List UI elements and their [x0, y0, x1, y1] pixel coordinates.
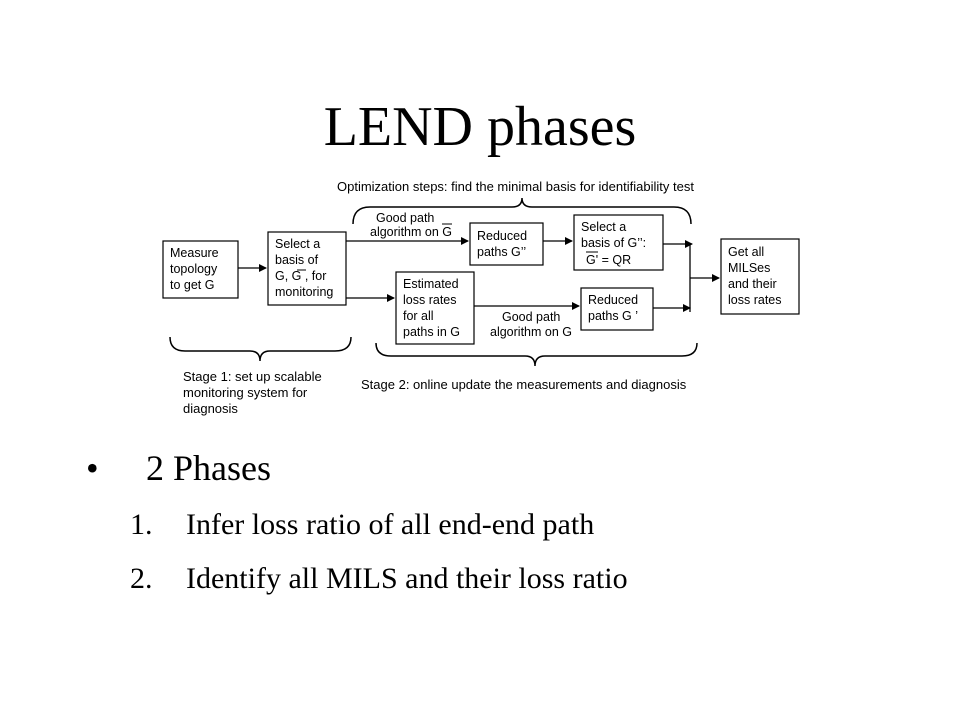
get-all-mils-box: Get all MILSes and their loss rates [720, 238, 800, 315]
select-basis-box: Select a basis of G, G , for monitoring [267, 231, 347, 306]
stage2-caption: Stage 2: online update the measurements … [361, 377, 687, 392]
estimated-line-1: Estimated [403, 277, 459, 291]
estimated-line-4: paths in G [403, 325, 460, 339]
select-basis-g2-box: Select a basis of G’’: G' = QR [573, 214, 664, 271]
list-item: Identify all MILS and their loss ratio [186, 562, 628, 595]
top-arrow-label-2: algorithm on G [370, 225, 452, 239]
list-item-number: 2. [130, 562, 153, 595]
select-basis2-line-1: Select a [581, 220, 626, 234]
reduced-paths-bottom-box: Reduced paths G ’ [580, 287, 654, 331]
stage1-brace [169, 336, 352, 362]
optimization-brace [352, 197, 692, 225]
list-item-number: 1. [130, 508, 153, 541]
select-basis-line-4: monitoring [275, 285, 333, 299]
select-basis-line-2: basis of [275, 253, 319, 267]
measure-line-3: to get G [170, 278, 214, 292]
bullet-main: 2 Phases [146, 448, 271, 488]
stage1-caption-line-2: monitoring system for [183, 385, 308, 400]
stage1-caption-line-3: diagnosis [183, 401, 238, 416]
select-basis-line-3: G, G , for [275, 269, 326, 283]
stage2-brace [375, 342, 698, 367]
reduced-top-line-2: paths G’’ [477, 245, 526, 259]
optimization-caption: Optimization steps: find the minimal bas… [337, 179, 694, 194]
bottom-arrow-label-1: Good path [502, 310, 560, 324]
bullet-dot: • [86, 448, 99, 488]
select-basis2-line-3: G' = QR [586, 253, 631, 267]
select-basis2-line-2: basis of G’’: [581, 236, 646, 250]
bottom-arrow-label-2: algorithm on G [490, 325, 572, 339]
select-basis-line-1: Select a [275, 237, 320, 251]
reduced-top-line-1: Reduced [477, 229, 527, 243]
measure-topology-box: Measure topology to get G [162, 240, 239, 299]
reduced-bottom-line-2: paths G ’ [588, 309, 638, 323]
stage1-caption-line-1: Stage 1: set up scalable [183, 369, 322, 384]
slide-title: LEND phases [323, 96, 637, 158]
get-all-line-1: Get all [728, 245, 764, 259]
estimated-line-3: for all [403, 309, 434, 323]
top-arrow-label-1: Good path [376, 211, 434, 225]
get-all-line-3: and their [728, 277, 777, 291]
estimated-loss-box: Estimated loss rates for all paths in G [395, 271, 475, 345]
measure-line-1: Measure [170, 246, 219, 260]
list-item: Infer loss ratio of all end-end path [186, 508, 595, 541]
get-all-line-2: MILSes [728, 261, 770, 275]
reduced-paths-top-box: Reduced paths G’’ [469, 222, 544, 266]
estimated-line-2: loss rates [403, 293, 457, 307]
reduced-bottom-line-1: Reduced [588, 293, 638, 307]
get-all-line-4: loss rates [728, 293, 782, 307]
measure-line-2: topology [170, 262, 218, 276]
